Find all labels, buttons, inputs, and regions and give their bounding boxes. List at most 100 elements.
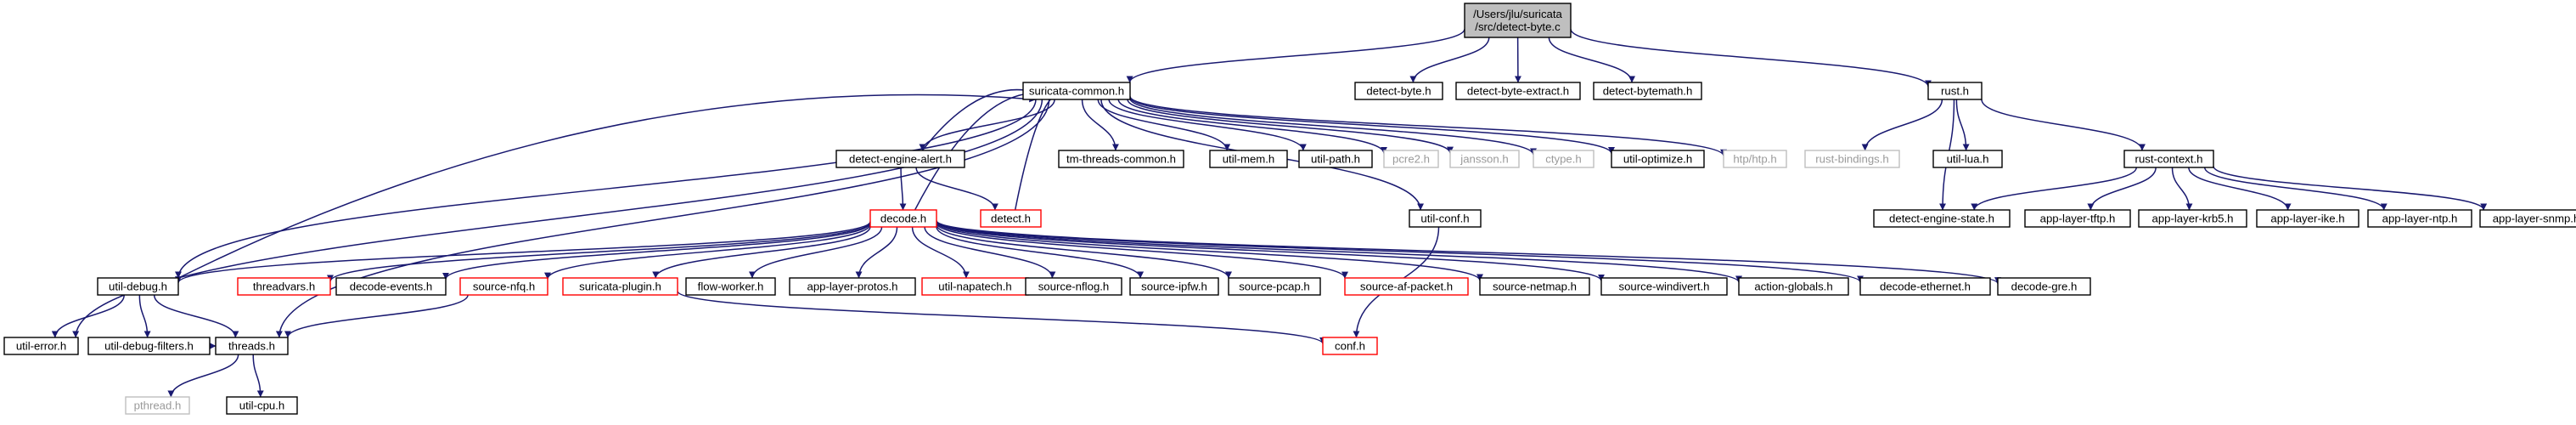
node-label: /src/detect-byte.c	[1475, 20, 1561, 33]
graph-node-threads-h[interactable]: threads.h	[215, 337, 289, 355]
edge-decode-h-to-threadvars	[327, 221, 871, 282]
node-label: app-layer-tftp.h	[2040, 212, 2116, 225]
graph-node-source-windivert[interactable]: source-windivert.h	[1600, 277, 1728, 296]
node-box	[2123, 150, 2214, 168]
node-box	[1455, 82, 1581, 100]
edge-rust-context-to-app-layer-tftp	[2087, 167, 2157, 211]
node-box	[1228, 277, 1321, 296]
nodes-layer: /Users/jlu/suricata/src/detect-byte.c sur…	[3, 3, 2576, 415]
node-box	[459, 277, 548, 296]
graph-node-decode-h[interactable]: decode.h	[869, 209, 937, 228]
graph-node-rust-context[interactable]: rust-context.h	[2123, 150, 2214, 168]
edge-rust-h-to-rust-bindings	[1861, 99, 1943, 151]
graph-node-detect-engine-state[interactable]: detect-engine-state.h	[1873, 209, 2011, 228]
edge-threads-h-to-pthread	[167, 354, 239, 398]
node-box	[1022, 82, 1131, 100]
node-box	[1479, 277, 1590, 296]
graph-node-util-lua[interactable]: util-lua.h	[1932, 150, 2003, 168]
graph-node-pcre2: pcre2.h	[1383, 150, 1439, 168]
node-label: app-layer-ntp.h	[2382, 212, 2458, 225]
graph-node-source-nflog[interactable]: source-nflog.h	[1025, 277, 1122, 296]
node-box	[1209, 150, 1288, 168]
graph-node-app-layer-snmp[interactable]: app-layer-snmp.h	[2479, 209, 2576, 228]
node-box	[980, 209, 1042, 228]
node-box	[1533, 150, 1595, 168]
graph-node-source-netmap[interactable]: source-netmap.h	[1479, 277, 1590, 296]
graph-node-detect-byte-h[interactable]: detect-byte.h	[1354, 82, 1443, 100]
graph-node-suricata-plugin[interactable]: suricata-plugin.h	[562, 277, 678, 296]
edge-rust-context-to-app-layer-ike	[2188, 167, 2292, 211]
graph-node-threadvars[interactable]: threadvars.h	[237, 277, 331, 296]
graph-node-decode-events[interactable]: decode-events.h	[335, 277, 447, 296]
node-box	[1593, 82, 1702, 100]
graph-node-source-af-packet[interactable]: source-af-packet.h	[1344, 277, 1469, 296]
graph-node-rust-h[interactable]: rust.h	[1927, 82, 1983, 100]
node-box	[335, 277, 447, 296]
graph-node-suricata-common[interactable]: suricata-common.h	[1022, 82, 1131, 100]
graph-node-util-mem[interactable]: util-mem.h	[1209, 150, 1288, 168]
edge-util-debug-to-util-debug-filters	[138, 294, 151, 338]
graph-node-app-layer-protos[interactable]: app-layer-protos.h	[789, 277, 916, 296]
graph-node-util-optimize[interactable]: util-optimize.h	[1611, 150, 1705, 168]
edge-suricata-common-to-util-path	[1108, 99, 1307, 151]
node-box	[226, 396, 298, 415]
graph-node-util-error[interactable]: util-error.h	[3, 337, 79, 355]
edge-suricata-common-to-jansson	[1127, 99, 1454, 154]
graph-node-source-ipfw[interactable]: source-ipfw.h	[1129, 277, 1219, 296]
edge-decode-h-to-util-napatech	[911, 226, 970, 279]
node-label: app-layer-protos.h	[807, 280, 897, 293]
edge-rust-h-to-util-lua	[1955, 99, 1970, 151]
node-box	[97, 277, 179, 296]
graph-node-util-path[interactable]: util-path.h	[1298, 150, 1373, 168]
node-label: app-layer-ike.h	[2270, 212, 2344, 225]
graph-node-conf-h[interactable]: conf.h	[1322, 337, 1378, 355]
graph-node-decode-gre[interactable]: decode-gre.h	[1997, 277, 2091, 296]
graph-node-action-globals[interactable]: action-globals.h	[1738, 277, 1849, 296]
edge-decode-h-to-source-af-packet	[936, 222, 1348, 279]
graph-node-app-layer-tftp[interactable]: app-layer-tftp.h	[2024, 209, 2131, 228]
graph-node-app-layer-krb5[interactable]: app-layer-krb5.h	[2138, 209, 2247, 228]
node-label: threadvars.h	[253, 280, 315, 293]
graph-node-detect-engine-alert[interactable]: detect-engine-alert.h	[835, 150, 965, 168]
edge-suricata-plugin-to-conf-h	[677, 290, 1326, 345]
graph-node-detect-h[interactable]: detect.h	[980, 209, 1042, 228]
node-box	[87, 337, 211, 355]
edge-rust-context-to-app-layer-krb5	[2171, 167, 2193, 211]
edge-rust-context-to-detect-engine-state	[1971, 167, 2138, 211]
graph-node-app-layer-ntp[interactable]: app-layer-ntp.h	[2367, 209, 2472, 228]
graph-node-detect-byte-extract[interactable]: detect-byte-extract.h	[1455, 82, 1581, 100]
node-label: util-optimize.h	[1623, 153, 1692, 166]
graph-node-source-nfq[interactable]: source-nfq.h	[459, 277, 548, 296]
node-label: util-cpu.h	[239, 400, 285, 412]
node-box	[835, 150, 965, 168]
graph-node-flow-worker[interactable]: flow-worker.h	[685, 277, 776, 296]
graph-node-util-debug-filters[interactable]: util-debug-filters.h	[87, 337, 211, 355]
node-label: detect.h	[991, 212, 1031, 225]
edge-threads-h-to-util-cpu	[252, 354, 264, 398]
node-label: flow-worker.h	[698, 280, 764, 293]
graph-node-detect-bytemath[interactable]: detect-bytemath.h	[1593, 82, 1702, 100]
graph-node-util-napatech[interactable]: util-napatech.h	[921, 277, 1029, 296]
node-label: util-conf.h	[1420, 212, 1469, 225]
node-box	[1932, 150, 2003, 168]
node-label: util-lua.h	[1947, 153, 1989, 166]
graph-node-source-pcap[interactable]: source-pcap.h	[1228, 277, 1321, 296]
edge-decode-h-to-decode-gre	[936, 219, 2001, 285]
node-label: util-napatech.h	[938, 280, 1012, 293]
node-box	[1927, 82, 1983, 100]
graph-node-util-debug[interactable]: util-debug.h	[97, 277, 179, 296]
node-box	[789, 277, 916, 296]
graph-node-tm-threads-common[interactable]: tm-threads-common.h	[1058, 150, 1184, 168]
node-label: decode-gre.h	[2011, 280, 2078, 293]
graph-node-util-cpu[interactable]: util-cpu.h	[226, 396, 298, 415]
node-box	[2479, 209, 2576, 228]
graph-node-detect-byte-c[interactable]: /Users/jlu/suricata/src/detect-byte.c	[1464, 3, 1572, 38]
node-box	[1298, 150, 1373, 168]
graph-node-app-layer-ike[interactable]: app-layer-ike.h	[2256, 209, 2359, 228]
edge-decode-h-to-source-nflog	[924, 226, 1056, 279]
graph-node-util-conf[interactable]: util-conf.h	[1409, 209, 1482, 228]
node-label: app-layer-krb5.h	[2151, 212, 2233, 225]
edge-util-debug-to-util-error	[51, 294, 125, 338]
edge-decode-h-to-suricata-plugin	[652, 226, 871, 279]
graph-node-decode-ethernet[interactable]: decode-ethernet.h	[1859, 277, 1991, 296]
